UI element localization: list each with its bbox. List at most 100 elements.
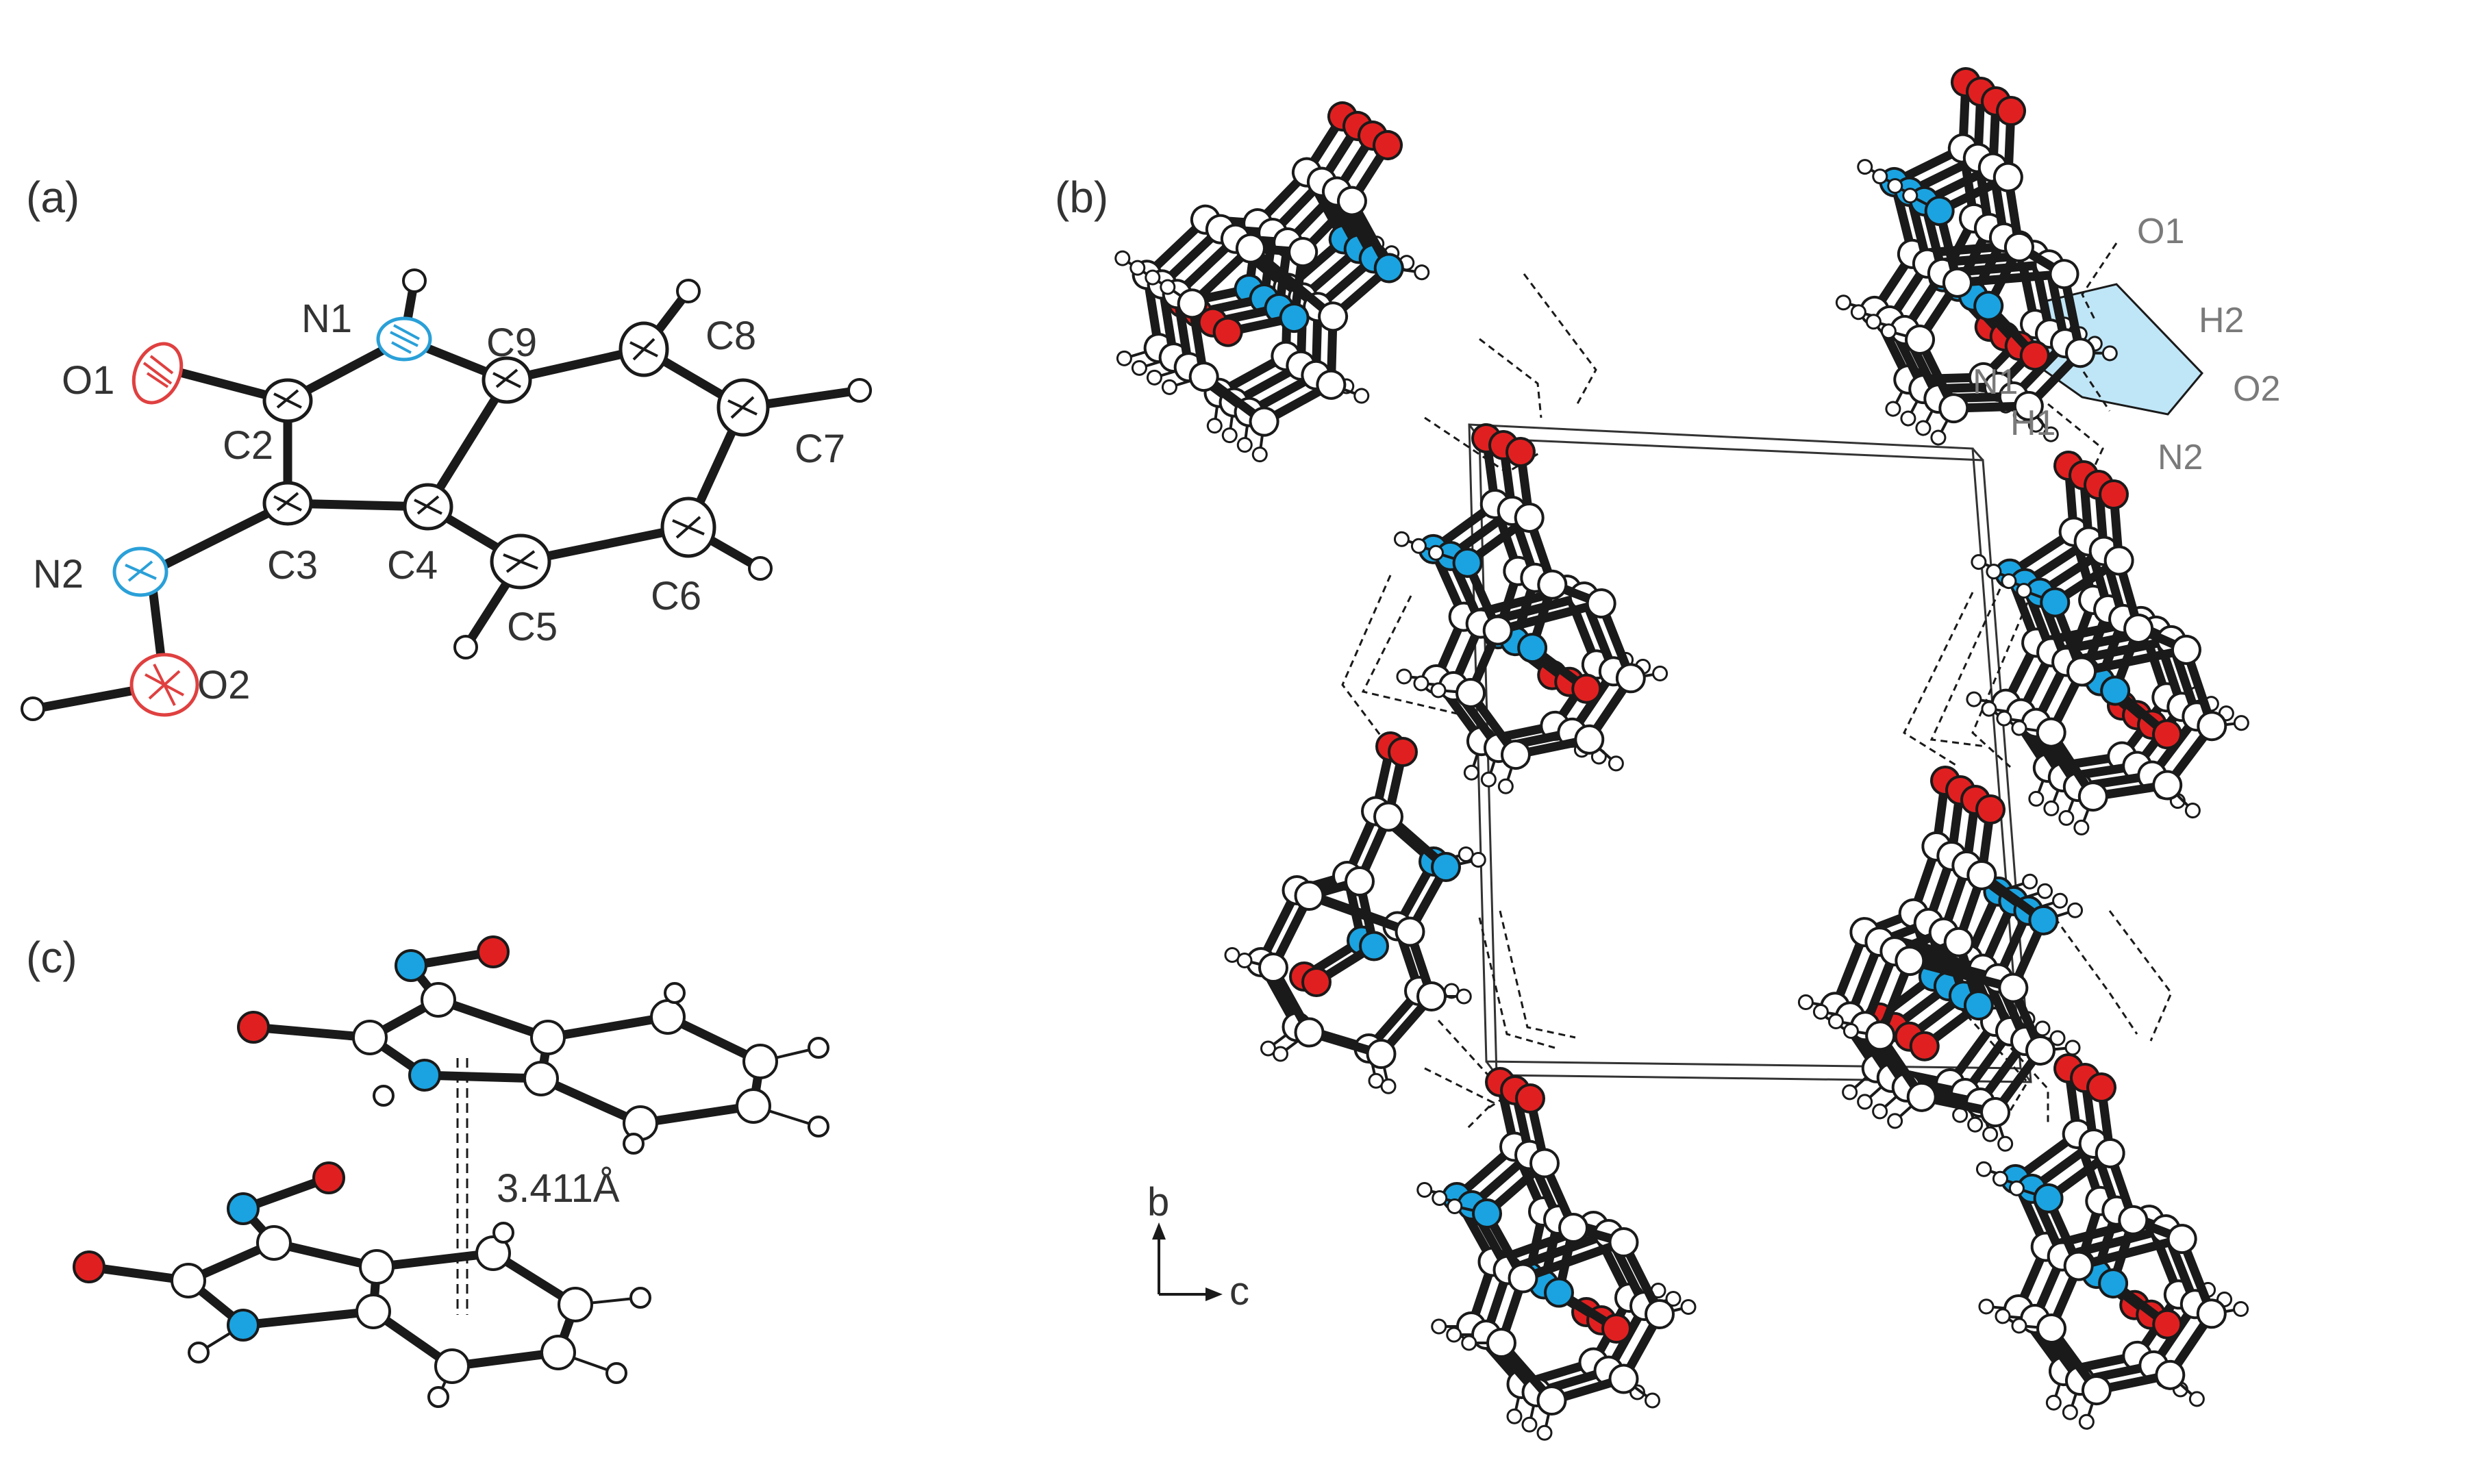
atom-c: [1514, 502, 1545, 533]
atom-c: [1249, 406, 1279, 437]
bond: [1953, 269, 2069, 288]
atom-c: [2155, 1359, 2186, 1390]
atom-c: [1288, 237, 1319, 268]
label-b-n1: N1: [1973, 362, 2018, 402]
atom-h: [2016, 583, 2032, 599]
label-c7: C7: [795, 427, 845, 471]
atom-h: [2184, 803, 2201, 819]
atom-h: [1160, 279, 1176, 295]
atom-h: [1842, 1022, 1859, 1039]
atom-h: [1146, 369, 1162, 386]
atom-h: [2011, 1318, 2027, 1334]
atom-h: [1865, 314, 1882, 330]
atom-h: [2028, 790, 2045, 807]
bond: [1493, 599, 1606, 636]
atom-h: [2067, 902, 2084, 918]
atom-h: [1432, 1190, 1448, 1206]
panel-c-label: (c): [26, 933, 77, 982]
atom-o: [1975, 794, 2006, 825]
atom-h: [2011, 720, 2027, 736]
atom-h: [1872, 1103, 1888, 1120]
atom-n: [1963, 990, 1994, 1021]
atom-h: [1665, 1290, 1682, 1307]
label-b-h1: H1: [2010, 403, 2056, 443]
atom-h-n1: [402, 268, 427, 293]
atom-c: [1574, 724, 1605, 755]
atom-h: [1885, 401, 1901, 417]
packed-molecule: [2008, 1072, 2249, 1430]
atom-c: [2171, 634, 2201, 665]
atom-h-c7: [847, 378, 872, 403]
atom-h: [1880, 323, 1897, 340]
atom-c: [1558, 1212, 1588, 1243]
atom-h: [2042, 426, 2059, 442]
atom-c: [2063, 1250, 2094, 1281]
atom-h: [2233, 1300, 2249, 1317]
atom-h: [1145, 269, 1161, 286]
atom-h: [2022, 873, 2038, 890]
atom-o: [2099, 479, 2129, 510]
label-c5: C5: [507, 605, 558, 649]
atom-o: [1515, 1083, 1545, 1114]
atom-h: [1251, 447, 1268, 463]
bond: [1246, 244, 1338, 321]
atom-c: [2123, 613, 2154, 644]
atom-h: [2073, 819, 2090, 835]
atom-c: [1966, 859, 1997, 890]
bond: [2077, 645, 2191, 676]
atom-n: [2040, 587, 2071, 618]
atom-h: [2078, 1413, 2095, 1430]
atom-h: [1446, 1326, 1462, 1343]
label-c9: C9: [486, 320, 537, 365]
atom-h: [1353, 388, 1370, 404]
atom-n: [1359, 931, 1389, 961]
atom-h: [1850, 304, 1866, 320]
atom-h: [1930, 429, 1947, 446]
atom-h: [1410, 538, 1427, 554]
label-o1: O1: [62, 358, 114, 403]
packed-molecule: [1447, 1083, 1697, 1441]
atom-h: [1455, 988, 1472, 1005]
atom-h: [1812, 1003, 1829, 1020]
atom-h: [1915, 420, 1932, 436]
atom-c: [2118, 1205, 2149, 1235]
packed-molecule: [1427, 437, 1669, 794]
atom-o: [1388, 737, 1418, 767]
atom-c: [1905, 324, 1936, 355]
label-n1: N1: [301, 297, 352, 341]
panel-c-lower-molecule: [73, 1161, 651, 1408]
bond: [1518, 1237, 1629, 1283]
atom-c: [1943, 927, 1974, 957]
atom-h: [1996, 710, 2012, 727]
atom-c: [1980, 1097, 2011, 1128]
atom-h: [1857, 159, 1873, 175]
atom-h: [1608, 755, 1624, 772]
atom-c: [2013, 390, 2044, 421]
atom-c: [1942, 267, 1973, 298]
atom-n: [2028, 905, 2059, 935]
atom-c: [1235, 233, 1266, 264]
axis-label-b: b: [1147, 1180, 1169, 1224]
atom-c: [1416, 981, 1447, 1011]
atom-h: [1497, 778, 1514, 794]
atom-o: [1909, 1031, 1940, 1061]
atom-h: [1967, 1116, 1984, 1133]
atom-c: [1615, 663, 1646, 694]
axis-indicator: b c: [1147, 1180, 1249, 1313]
atom-c: [2196, 1298, 2227, 1329]
packed-molecule: [1850, 77, 2088, 427]
atom-c: [1336, 186, 1367, 216]
atom-c: [1318, 301, 1349, 332]
panel-b-hbond-labels: O1 H2 N1 O2 H1 N2: [1973, 212, 2280, 477]
atom-h: [1236, 952, 1253, 968]
atom-h: [1116, 350, 1132, 366]
atom-h: [1431, 1318, 1447, 1335]
atom-c: [2166, 1224, 2197, 1255]
atom-h: [1129, 260, 1146, 276]
atom-c: [1395, 916, 1425, 947]
atom-c: [1998, 972, 2029, 1003]
atom-h: [1872, 168, 1888, 185]
atom-o: [2152, 1309, 2183, 1340]
atom-n: [1431, 851, 1461, 882]
panel-a: (a): [21, 173, 872, 721]
